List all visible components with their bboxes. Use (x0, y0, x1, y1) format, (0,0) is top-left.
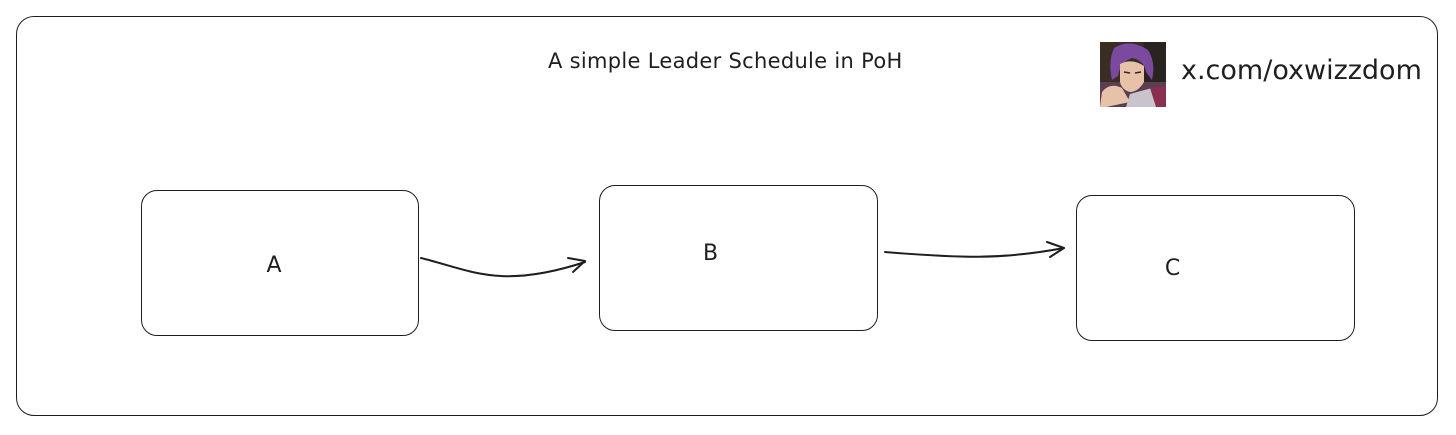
node-c: C (1076, 195, 1355, 341)
node-b: B (599, 185, 878, 331)
social-handle: x.com/oxwizzdom (1181, 55, 1422, 86)
diagram-frame (16, 16, 1438, 416)
anime-character-avatar-icon (1100, 42, 1166, 107)
avatar (1100, 42, 1166, 107)
diagram-title: A simple Leader Schedule in PoH (548, 49, 903, 73)
node-a: A (141, 190, 419, 336)
node-b-label: B (702, 240, 719, 266)
node-a-label: A (266, 252, 282, 278)
node-c-label: C (1164, 255, 1181, 281)
